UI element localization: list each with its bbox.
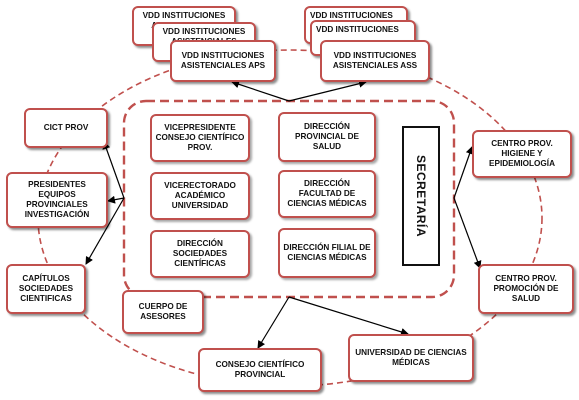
- arrow-to-vdd-ass: [288, 79, 367, 102]
- centro-promocion-box: CENTRO PROV. PROMOCIÓN DE SALUD: [478, 264, 574, 314]
- direccion-facultad-box: DIRECCIÓN FACULTAD DE CIENCIAS MÉDICAS: [278, 170, 376, 218]
- vicerrectorado-box: VICERECTORADO ACADÉMICO UNIVERSIDAD: [150, 172, 250, 220]
- direccion-filial-box: DIRECCIÓN FILIAL DE CIENCIAS MÉDICAS: [278, 228, 376, 278]
- secretaria-label: SECRETARÍA: [414, 154, 428, 238]
- capitulos-box: CAPÍTULOS SOCIEDADES CIENTIFICAS: [6, 264, 86, 314]
- vdd-aps-box: VDD INSTITUCIONES ASISTENCIALES APS: [170, 40, 276, 82]
- presidentes-box: PRESIDENTES EQUIPOS PROVINCIALES INVESTI…: [6, 172, 108, 228]
- vicepresidente-box: VICEPRESIDENTE CONSEJO CIENTÍFICO PROV.: [150, 114, 250, 162]
- arrow-to-centro-higiene: [453, 146, 474, 199]
- secretaria-box: SECRETARÍA: [402, 126, 440, 266]
- direccion-salud-box: DIRECCIÓN PROVINCIAL DE SALUD: [278, 112, 376, 162]
- arrow-to-vdd-aps: [231, 80, 290, 102]
- arrow-to-centro-promocion: [453, 197, 482, 269]
- consejo-cientifico-box: CONSEJO CIENTÍFICO PROVINCIAL: [198, 348, 322, 392]
- direccion-sociedades-box: DIRECCIÓN SOCIEDADES CIENTÍFICAS: [150, 230, 250, 278]
- arrow-to-presidentes: [107, 195, 125, 204]
- cuerpo-asesores-box: CUERPO DE ASESORES: [122, 290, 204, 334]
- arrow-to-consejo-cientifico: [257, 296, 290, 349]
- cict-prov-box: CICT PROV: [24, 108, 108, 148]
- arrow-to-capitulos: [85, 197, 125, 265]
- arrow-to-universidad: [288, 296, 409, 336]
- universidad-box: UNIVERSIDAD DE CIENCIAS MÉDICAS: [348, 334, 474, 382]
- centro-higiene-box: CENTRO PROV. HIGIENE Y EPIDEMIOLOGÍA: [472, 130, 572, 178]
- vdd-ass-box: VDD INSTITUCIONES ASISTENCIALES ASS: [320, 40, 430, 82]
- arrow-to-cict-prov: [102, 141, 125, 199]
